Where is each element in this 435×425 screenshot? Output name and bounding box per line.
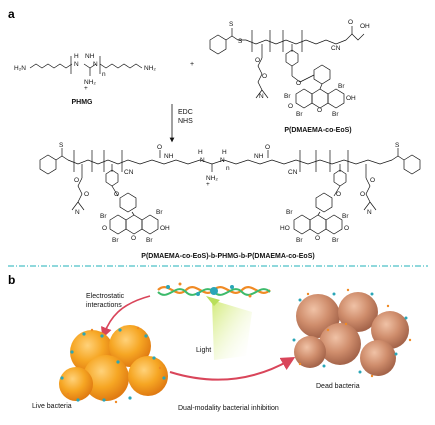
binding-arrow	[101, 295, 151, 339]
tri-br-r1: Br	[286, 209, 293, 216]
tri-charge: +	[206, 181, 210, 188]
tri-br-l4: Br	[146, 237, 153, 244]
tri-oring-r: O	[315, 235, 320, 242]
tri-br-r4: Br	[332, 237, 339, 244]
polymer-strand	[157, 282, 271, 298]
product-name: P(DMAEMA-co-EoS)-b-PHMG-b-P(DMAEMA-co-Eo…	[141, 253, 314, 260]
copolymer-s1: S	[229, 21, 234, 28]
triblock-structure	[39, 148, 421, 235]
label-dual-modality: Dual-modality bacterial inhibition	[178, 405, 279, 412]
phmg-n-right: N	[93, 61, 98, 68]
light-source	[206, 296, 220, 306]
panel-a-letter: a	[8, 7, 15, 21]
phmg-h2n: H₂N	[14, 65, 26, 72]
tri-o-ester-right: O	[336, 191, 341, 198]
tri-cn-right: CN	[288, 169, 298, 176]
tri-o-amide-left: O	[157, 144, 162, 151]
phmg-n-sub: n	[102, 71, 106, 78]
tri-n-1: N	[200, 157, 205, 164]
light-beam	[212, 300, 252, 360]
tri-br-r2: Br	[342, 213, 349, 220]
tri-nh-right: NH	[254, 153, 264, 160]
copolymer-name: P(DMAEMA-co-EoS)	[284, 127, 351, 134]
tri-o-left-2: O	[84, 191, 89, 198]
tri-h-2: H	[222, 149, 227, 156]
copolymer-cn: CN	[331, 45, 341, 52]
phmg-h-left: H	[74, 53, 79, 60]
reagent-nhs: NHS	[178, 118, 193, 125]
copolymer-o-acid: O	[348, 19, 353, 26]
copolymer-oh-xanthene: OH	[346, 95, 356, 102]
tri-o-left-1: O	[74, 177, 79, 184]
tri-oh-l: OH	[160, 225, 170, 232]
phmg-nh2-bottom: NH₂	[84, 79, 96, 86]
tri-o-right-1: O	[370, 177, 375, 184]
phmg-nh: NH	[85, 53, 95, 60]
phmg-n-left: N	[74, 61, 79, 68]
tri-br-r3: Br	[296, 237, 303, 244]
phmg-charge: +	[84, 85, 88, 92]
label-interactions: interactions	[86, 302, 122, 309]
tri-br-l2: Br	[156, 209, 163, 216]
copolymer-structure	[209, 26, 365, 109]
copolymer-s2: S	[238, 38, 243, 45]
panel-b-letter: b	[8, 273, 15, 287]
tri-o-ester-left: O	[114, 191, 119, 198]
tri-n-sub: n	[226, 165, 230, 172]
tri-s1: S	[59, 142, 64, 149]
phmg-name: PHMG	[72, 99, 94, 106]
tri-n-left: N	[75, 209, 80, 216]
tri-br-l1: Br	[100, 213, 107, 220]
dead-bacteria-cluster	[292, 288, 412, 378]
copolymer-n-amine: N	[259, 93, 264, 100]
phmg-structure	[29, 56, 143, 76]
copolymer-br3: Br	[296, 111, 303, 118]
tri-o-right-2: O	[360, 191, 365, 198]
tri-oring-l: O	[131, 235, 136, 242]
live-bacteria-cluster	[59, 325, 168, 404]
tri-br-l3: Br	[112, 237, 119, 244]
label-live-bacteria: Live bacteria	[32, 403, 72, 410]
copolymer-br4: Br	[332, 111, 339, 118]
copolymer-o-ketone: O	[288, 103, 293, 110]
tri-o-r: O	[344, 225, 349, 232]
label-dead-bacteria: Dead bacteria	[316, 383, 360, 390]
label-light: Light	[196, 347, 211, 354]
tri-n-right: N	[367, 209, 372, 216]
tri-s2: S	[395, 142, 400, 149]
reagent-edc: EDC	[178, 109, 193, 116]
copolymer-oh-acid: OH	[360, 23, 370, 30]
copolymer-br2: Br	[338, 83, 345, 90]
label-electrostatic: Electrostatic	[86, 293, 125, 300]
reaction-plus: +	[190, 61, 194, 68]
copolymer-o1: O	[255, 57, 260, 64]
phmg-nh2-right: NH₂	[144, 65, 156, 72]
tri-nh-left: NH	[164, 153, 174, 160]
copolymer-br1: Br	[284, 93, 291, 100]
tri-cn-left: CN	[124, 169, 134, 176]
tri-o-amide-right: O	[265, 144, 270, 151]
conversion-arrow	[169, 357, 296, 381]
tri-h-1: H	[198, 149, 203, 156]
tri-n-2: N	[220, 157, 225, 164]
copolymer-o2: O	[262, 73, 267, 80]
tri-ho-r: HO	[280, 225, 290, 232]
tri-o-l: O	[102, 225, 107, 232]
copolymer-o-ester: O	[296, 80, 301, 87]
tri-nh2: NH₂	[206, 175, 218, 182]
copolymer-o-ring: O	[317, 107, 322, 114]
